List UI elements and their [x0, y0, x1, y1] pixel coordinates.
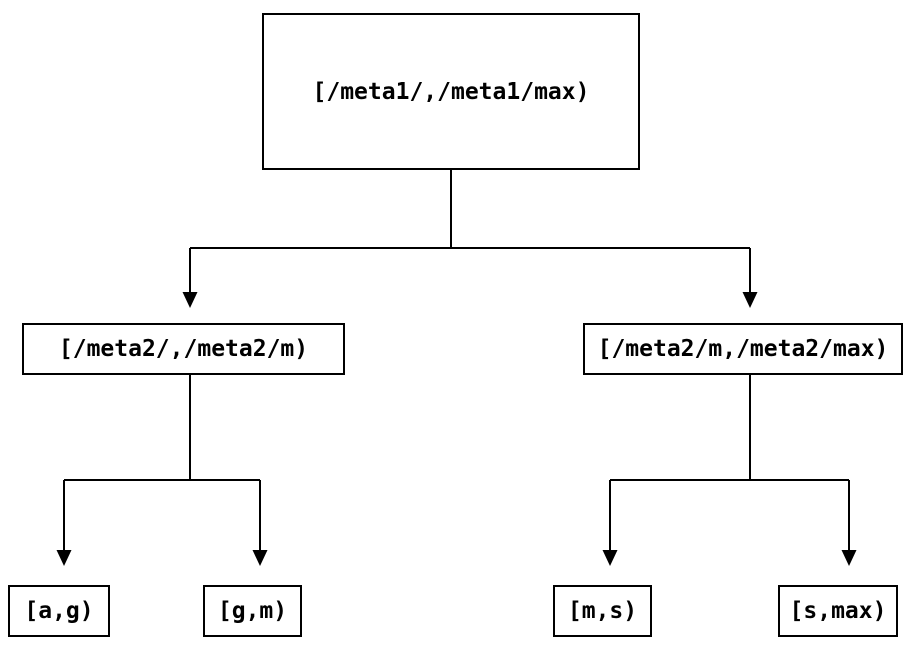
- node-meta1-range: [/meta1/,/meta1/max): [262, 13, 640, 170]
- node-leaf-s-max: [s,max): [778, 585, 898, 637]
- arrowhead-to-smax-node: [841, 550, 857, 566]
- arrowhead-to-gm-node: [252, 550, 268, 566]
- node-leaf-m-s: [m,s): [553, 585, 652, 637]
- arrowhead-to-ms-node: [602, 550, 618, 566]
- node-meta2-lower-range: [/meta2/,/meta2/m): [22, 323, 345, 375]
- arrowhead-to-right-node: [742, 292, 758, 308]
- arrowhead-to-left-node: [182, 292, 198, 308]
- arrowhead-to-ag-node: [56, 550, 72, 566]
- node-leaf-g-m: [g,m): [203, 585, 302, 637]
- node-meta2-upper-range: [/meta2/m,/meta2/max): [583, 323, 903, 375]
- node-leaf-a-g: [a,g): [8, 585, 110, 637]
